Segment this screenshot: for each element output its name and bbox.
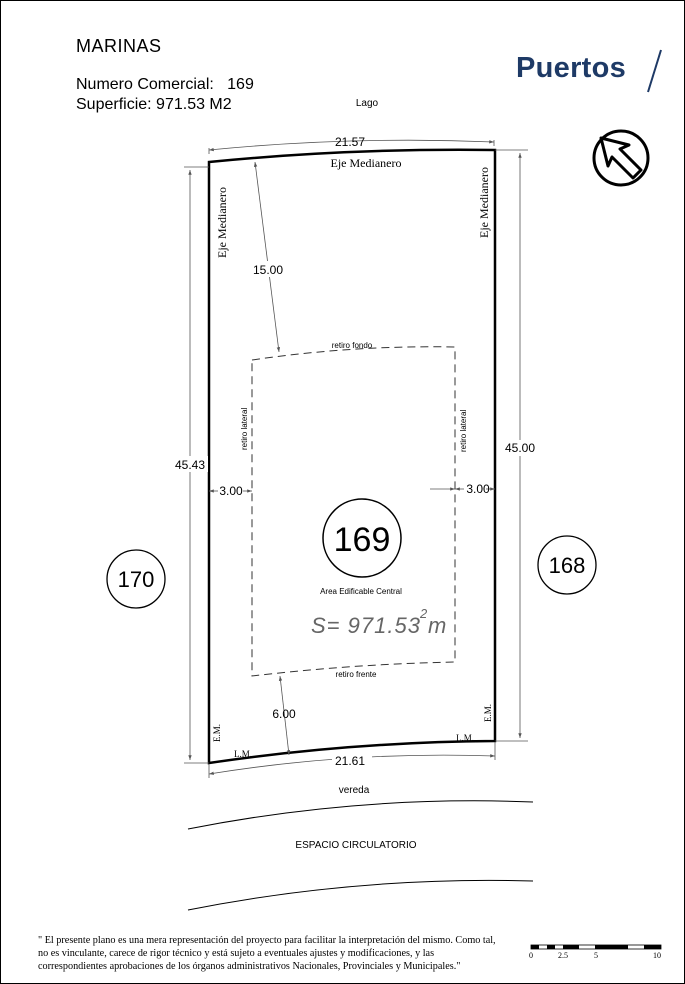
legal-disclaimer: " El presente plano es una mera represen…: [38, 935, 496, 972]
corner-right-lm: L.M.: [456, 733, 474, 743]
commercial-number-label: Numero Comercial:: [76, 76, 214, 93]
top-dimension: 21.57: [208, 135, 495, 154]
surface-area-value: 971.53 M2: [156, 96, 232, 113]
scale-tick-0: 0: [529, 951, 533, 960]
right-setback-dimension: 3.00: [430, 482, 495, 496]
scale-tick-2: 5: [594, 951, 598, 960]
front-setback-value: 6.00: [272, 707, 296, 721]
street-line: [187, 879, 534, 911]
lot-number: 169: [334, 521, 391, 559]
surface-area: Superficie: 971.53 M2: [76, 96, 232, 114]
lake-label: Lago: [356, 98, 379, 109]
neighbor-lot-left-number: 170: [118, 567, 155, 592]
top-dimension-value: 21.57: [335, 135, 365, 149]
left-dimension-value: 45.43: [175, 458, 205, 472]
bottom-dimension-value: 21.61: [335, 754, 365, 768]
commercial-number-value: 169: [227, 76, 254, 93]
front-setback-label: retiro frente: [336, 670, 377, 679]
brand-slash: [647, 49, 662, 93]
surface-annotation-exponent: 2: [419, 606, 428, 621]
brand-logo: Puertos: [516, 52, 627, 84]
surface-annotation: S= 971.53 m 2: [311, 606, 447, 638]
rear-setback-label: retiro fondo: [332, 341, 373, 350]
scale-bar: 0 2.5 5 10: [529, 944, 662, 960]
corner-left-em: E.M.: [212, 724, 222, 742]
surface-area-label: Superficie:: [76, 96, 152, 113]
top-border-label: Eje Medianero: [331, 156, 402, 170]
commercial-number: Numero Comercial: 169: [76, 76, 254, 94]
scale-tick-3: 10: [653, 951, 661, 960]
north-arrow-icon: [592, 129, 650, 187]
front-setback-dimension: 6.00: [272, 675, 296, 756]
sidewalk-label: vereda: [339, 785, 370, 796]
left-setback-dimension: 3.00: [209, 484, 252, 498]
buildable-area: [251, 346, 456, 677]
surface-annotation-text: S= 971.53 m: [311, 613, 447, 638]
lot-number-badge: 169: [322, 498, 402, 578]
corner-left-lm: L.M.: [234, 749, 252, 759]
street-label: ESPACIO CIRCULATORIO: [295, 840, 416, 851]
sidewalk-line: [187, 800, 534, 830]
project-title: MARINAS: [76, 36, 162, 56]
left-setback-label: retiro lateral: [240, 408, 249, 450]
right-border-label: Eje Medianero: [477, 167, 491, 238]
left-border-label: Eje Medianero: [215, 187, 229, 258]
left-setback-value: 3.00: [219, 484, 243, 498]
rear-setback-dimension: 15.00: [250, 161, 286, 353]
neighbor-lot-right-number: 168: [549, 553, 586, 578]
right-setback-label: retiro lateral: [459, 410, 468, 452]
corner-right-em: E.M.: [483, 704, 493, 722]
neighbor-lot-right: 168: [537, 535, 597, 595]
right-setback-value: 3.00: [466, 482, 490, 496]
rear-setback-value: 15.00: [253, 263, 283, 277]
scale-tick-1: 2.5: [558, 951, 568, 960]
left-dimension: 45.43: [172, 166, 209, 764]
bottom-dimension: 21.61: [208, 742, 496, 778]
neighbor-lot-left: 170: [106, 549, 166, 609]
right-dimension-value: 45.00: [505, 441, 535, 455]
buildable-area-label: Area Edificable Central: [320, 587, 402, 596]
right-dimension: 45.00: [495, 149, 538, 742]
